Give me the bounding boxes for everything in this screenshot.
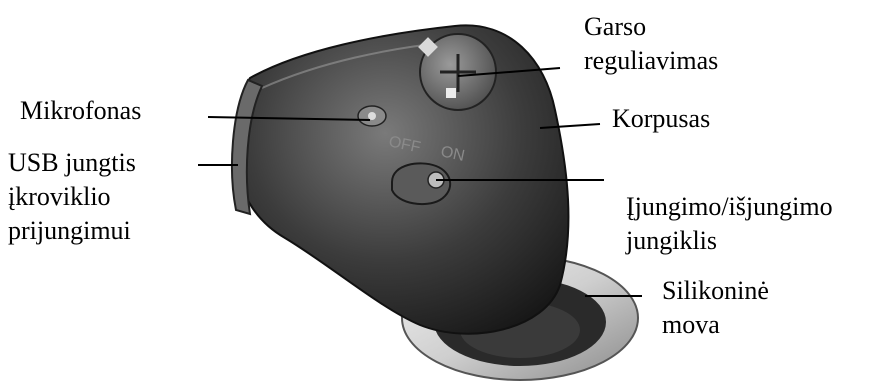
label-usb-line2: įkroviklio [8,180,136,214]
label-usb-line3: prijungimui [8,214,136,248]
microphone-hole [358,106,386,126]
label-sleeve-line1: Silikoninė [662,274,769,308]
label-volume-line1: Garso [584,10,718,44]
label-sleeve-line2: mova [662,308,769,342]
label-usb-line1: USB jungtis [8,146,136,180]
label-switch-line1: Įjungimo/išjungimo [626,190,833,224]
label-switch-line2: jungiklis [626,224,833,258]
label-microphone: Mikrofonas [20,94,141,128]
label-volume-control: Garso reguliavimas [584,10,718,78]
power-switch [392,163,450,204]
volume-dial [418,34,496,110]
label-power-switch: Įjungimo/išjungimo jungiklis [626,190,833,258]
label-silicone-sleeve: Silikoninė mova [662,274,769,342]
label-housing: Korpusas [612,102,710,136]
label-housing-text: Korpusas [612,102,710,136]
label-usb-port: USB jungtis įkroviklio prijungimui [8,146,136,248]
label-microphone-text: Mikrofonas [20,94,141,128]
label-volume-line2: reguliavimas [584,44,718,78]
